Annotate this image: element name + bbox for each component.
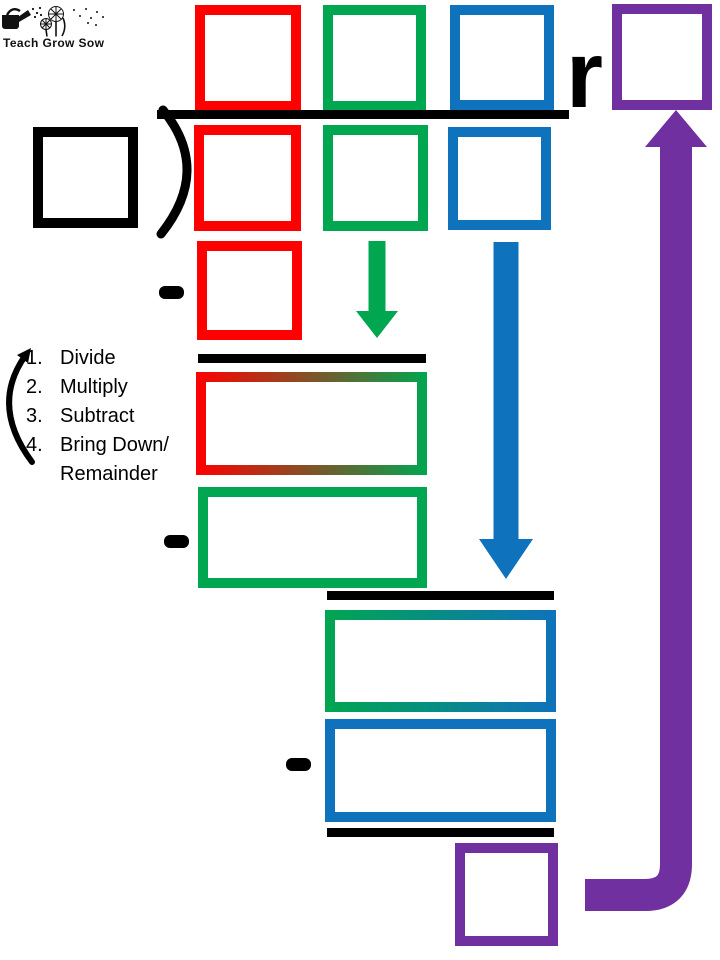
- watering-can-dandelion-icon: [2, 6, 104, 37]
- step-item-divide: 1. Divide: [26, 344, 236, 373]
- multiply-result-box-3: [325, 719, 556, 822]
- step-label: Bring Down/: [60, 434, 169, 456]
- remainder-label: r: [566, 22, 603, 128]
- step-label: Divide: [60, 347, 116, 369]
- dividend-digit-box-2: [323, 125, 428, 231]
- bring-down-arrow-green-icon: [356, 241, 398, 338]
- subtraction-line-2: [327, 591, 554, 600]
- step-item-remainder: Remainder: [26, 460, 236, 489]
- step-number: 4.: [26, 434, 43, 456]
- division-bar: [157, 110, 569, 119]
- bring-down-arrow-blue-icon: [479, 242, 533, 579]
- dividend-digit-box-3: [448, 127, 551, 230]
- step-number: 2.: [26, 376, 43, 398]
- remainder-box-bottom: [455, 843, 558, 946]
- quotient-digit-box-2: [323, 5, 426, 111]
- remainder-box-top: [612, 4, 712, 110]
- quotient-digit-box-1: [195, 5, 301, 111]
- step-label: Remainder: [60, 463, 158, 485]
- step-label: Subtract: [60, 405, 135, 427]
- step-number: 3.: [26, 405, 43, 427]
- difference-box-1: [196, 372, 427, 475]
- subtraction-line-1: [198, 354, 426, 363]
- remainder-arrow-purple-icon: [585, 110, 707, 911]
- step-item-multiply: 2. Multiply: [26, 373, 236, 402]
- multiply-result-box-1: [197, 241, 302, 340]
- brand-text: Teach Grow Sow: [3, 36, 105, 50]
- subtraction-line-3: [327, 828, 554, 837]
- multiply-result-box-2: [198, 487, 427, 588]
- step-label: Multiply: [60, 376, 128, 398]
- steps-list: 1. Divide 2. Multiply 3. Subtract 4. Bri…: [26, 344, 236, 489]
- dividend-digit-box-1: [194, 125, 301, 231]
- minus-icon: [164, 535, 189, 548]
- step-item-bring-down: 4. Bring Down/: [26, 431, 236, 460]
- minus-icon: [159, 286, 184, 299]
- step-item-subtract: 3. Subtract: [26, 402, 236, 431]
- divisor-box: [33, 127, 138, 228]
- minus-icon: [286, 758, 311, 771]
- step-number: 1.: [26, 347, 43, 369]
- difference-box-2: [325, 610, 556, 712]
- quotient-digit-box-3: [450, 5, 554, 110]
- cycle-arrow-icon: [6, 348, 35, 465]
- division-bracket-icon: [156, 105, 192, 239]
